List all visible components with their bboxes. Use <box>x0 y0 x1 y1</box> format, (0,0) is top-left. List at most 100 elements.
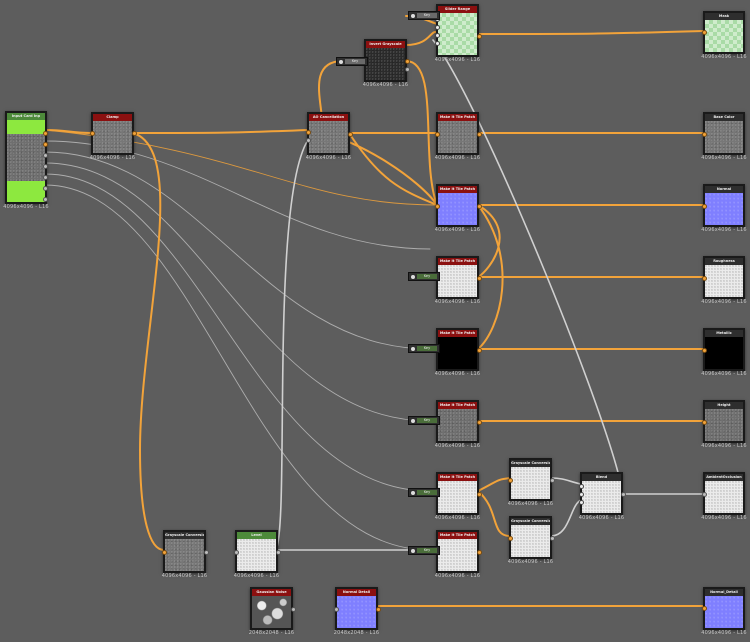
output-metallic-node[interactable]: Metallic 4096x4096 - L16 <box>701 328 747 377</box>
input-port[interactable] <box>702 420 707 425</box>
ao-cancellation-node[interactable]: AO Cancellation 4096x4096 - L16 <box>306 112 353 161</box>
output-port[interactable] <box>550 478 555 483</box>
input-port[interactable] <box>435 132 440 137</box>
output-mask-node[interactable]: Mask 4096x4096 - L16 <box>701 11 747 60</box>
input-port[interactable] <box>162 550 167 555</box>
output-port[interactable] <box>477 132 482 137</box>
grayscale-conversion-node-3[interactable]: Grayscale Conversion 4096x4096 - L16 <box>162 530 209 579</box>
output-port[interactable] <box>477 34 482 39</box>
output-port[interactable] <box>405 67 410 72</box>
node-title: Make It Tile Patch <box>438 330 477 337</box>
output-normal-detail-node[interactable]: Normal_Detail 4096x4096 - L16 <box>701 587 747 636</box>
input-port[interactable] <box>702 606 707 611</box>
output-ambient-occlusion-node[interactable]: AmbientOcclusion 4096x4096 - L16 <box>701 472 747 521</box>
output-normal-node[interactable]: Normal 4096x4096 - L16 <box>701 184 747 233</box>
input-port[interactable] <box>579 492 584 497</box>
invert-param-input[interactable]: Key <box>336 57 368 66</box>
input-port[interactable] <box>702 204 707 209</box>
input-port[interactable] <box>334 607 339 612</box>
output-port[interactable] <box>621 492 626 497</box>
make-it-tile-node-5[interactable]: Make It Tile Patch 4096x4096 - L16 <box>435 400 482 449</box>
input-port[interactable] <box>508 478 513 483</box>
output-port[interactable] <box>43 142 48 147</box>
output-port[interactable] <box>376 607 381 612</box>
input-port[interactable] <box>306 138 311 143</box>
input-port[interactable] <box>702 348 707 353</box>
input-port[interactable] <box>702 132 707 137</box>
output-port[interactable] <box>291 607 296 612</box>
input-port[interactable] <box>435 33 440 38</box>
output-port[interactable] <box>132 131 137 136</box>
param-dot <box>411 491 415 495</box>
node-preview <box>438 337 477 369</box>
slider-param-input[interactable]: Key <box>408 11 440 20</box>
node-preview <box>511 467 550 499</box>
input-port[interactable] <box>702 276 707 281</box>
make-it-tile-node-4[interactable]: Make It Tile Patch 4096x4096 - L16 <box>435 328 482 377</box>
param-chip: Key <box>417 418 437 423</box>
make-it-tile-node-6[interactable]: Make It Tile Patch 4096x4096 - L16 <box>435 472 482 521</box>
param-dot <box>339 60 343 64</box>
output-height-node[interactable]: Height 4096x4096 - L16 <box>701 400 747 449</box>
wire <box>550 499 582 537</box>
input-port[interactable] <box>306 130 311 135</box>
wire <box>44 151 431 350</box>
param-chip: Key <box>417 346 437 351</box>
input-port[interactable] <box>90 131 95 136</box>
input-port[interactable] <box>435 204 440 209</box>
output-port[interactable] <box>43 186 48 191</box>
make-it-tile-node-7[interactable]: Make It Tile Patch 4096x4096 - L16 <box>435 530 482 579</box>
node-resolution: 4096x4096 - L16 <box>701 227 747 233</box>
input-port[interactable] <box>234 550 239 555</box>
output-port[interactable] <box>348 132 353 137</box>
node-resolution: 4096x4096 - L16 <box>434 155 481 161</box>
output-port[interactable] <box>477 492 482 497</box>
ao-param-input-2[interactable]: Key <box>408 546 440 555</box>
invert-grayscale-node[interactable]: Invert Grayscale 4096x4096 - L16 <box>363 39 410 88</box>
output-port[interactable] <box>477 550 482 555</box>
input-port[interactable] <box>702 30 707 35</box>
output-roughness-node[interactable]: Roughness 4096x4096 - L16 <box>701 256 747 305</box>
make-it-tile-node-1[interactable]: Make It Tile Patch 4096x4096 - L16 <box>435 112 482 161</box>
input-port[interactable] <box>579 484 584 489</box>
ao-param-input-1[interactable]: Key <box>408 488 440 497</box>
output-port[interactable] <box>43 175 48 180</box>
input-port[interactable] <box>508 536 513 541</box>
input-port[interactable] <box>435 25 440 30</box>
output-port[interactable] <box>43 164 48 169</box>
output-port[interactable] <box>204 550 209 555</box>
normal-detail-node[interactable]: Normal Detail 2048x2048 - L16 <box>334 587 381 636</box>
metallic-param-input[interactable]: Key <box>408 344 440 353</box>
output-port[interactable] <box>477 276 482 281</box>
output-port[interactable] <box>43 197 48 202</box>
input-port[interactable] <box>435 41 440 46</box>
clamp-node[interactable]: Clamp 4096x4096 - L16 <box>90 112 137 161</box>
level-node[interactable]: Level 4096x4096 - L16 <box>234 530 281 579</box>
node-title: AmbientOcclusion <box>705 474 743 481</box>
output-base-color-node[interactable]: Base Color 4096x4096 - L16 <box>701 112 747 161</box>
output-port[interactable] <box>43 131 48 136</box>
output-port[interactable] <box>477 420 482 425</box>
output-port[interactable] <box>477 348 482 353</box>
output-port[interactable] <box>43 153 48 158</box>
input-card-node[interactable]: Input Card Inp 4096x4096 - L16 <box>3 111 49 210</box>
roughness-param-input[interactable]: Key <box>408 272 440 281</box>
grayscale-conversion-node-1[interactable]: Grayscale Conversion 4096x4096 - L16 <box>508 458 555 507</box>
output-port[interactable] <box>477 204 482 209</box>
output-port[interactable] <box>405 59 410 64</box>
input-port[interactable] <box>579 500 584 505</box>
wire <box>477 477 511 492</box>
node-title: Height <box>705 402 743 409</box>
param-dot <box>411 14 415 18</box>
blend-node[interactable]: Blend 4096x4096 - L16 <box>579 472 626 521</box>
make-it-tile-node-3[interactable]: Make It Tile Patch 4096x4096 - L16 <box>435 256 482 305</box>
output-port[interactable] <box>550 536 555 541</box>
height-param-input[interactable]: Key <box>408 416 440 425</box>
input-port[interactable] <box>702 492 707 497</box>
make-it-tile-node-2[interactable]: Make It Tile Patch 4096x4096 - L16 <box>435 184 482 233</box>
slider-range-node[interactable]: Slider Range 4096x4096 - L16 <box>435 4 482 63</box>
output-port[interactable] <box>276 550 281 555</box>
grayscale-conversion-node-2[interactable]: Grayscale Conversion 4096x4096 - L16 <box>508 516 555 565</box>
gaussian-noise-node[interactable]: Gaussian Noise 2048x2048 - L16 <box>249 587 296 636</box>
node-resolution: 4096x4096 - L16 <box>701 371 747 377</box>
